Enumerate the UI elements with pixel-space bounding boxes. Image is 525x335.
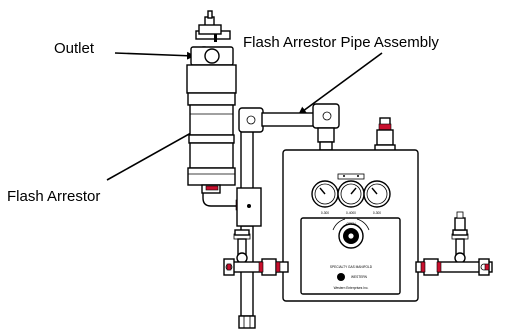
- flash-arrestor: [186, 10, 244, 211]
- plate-title: SPECIALTY GAS MANIFOLD: [330, 265, 373, 269]
- control-plate: [300, 217, 401, 295]
- outlet-arrow: [114, 51, 195, 60]
- plate-footnote: Western Enterprises Inc.: [334, 286, 369, 290]
- gauge-left-scale: 0-300: [321, 211, 329, 215]
- pipe-assembly-arrow: [298, 52, 383, 115]
- manifold-panel: 0-300 0-4000 0-300 OPEN SPECIALTY GAS MA…: [282, 149, 419, 302]
- gauge-right: 0-300: [363, 180, 391, 215]
- left-supply-line: [223, 229, 289, 276]
- pipe-assembly-label: Flash Arrestor Pipe Assembly: [243, 34, 439, 51]
- gauge-middle: 0-4000: [337, 180, 365, 215]
- red-band: [205, 185, 219, 191]
- gauge-left: 0-300: [311, 180, 339, 215]
- outlet-label: Outlet: [54, 40, 95, 57]
- gauge-middle-scale: 0-4000: [346, 211, 356, 215]
- brand-logo-icon: [337, 273, 345, 281]
- right-supply-line: [415, 211, 493, 276]
- flash-arrestor-label: Flash Arrestor: [7, 188, 100, 205]
- brand-name: WESTERN: [351, 275, 368, 279]
- gauge-right-scale: 0-300: [373, 211, 381, 215]
- tee-fitting: [236, 187, 262, 227]
- valve-direction-text: OPEN: [346, 222, 356, 226]
